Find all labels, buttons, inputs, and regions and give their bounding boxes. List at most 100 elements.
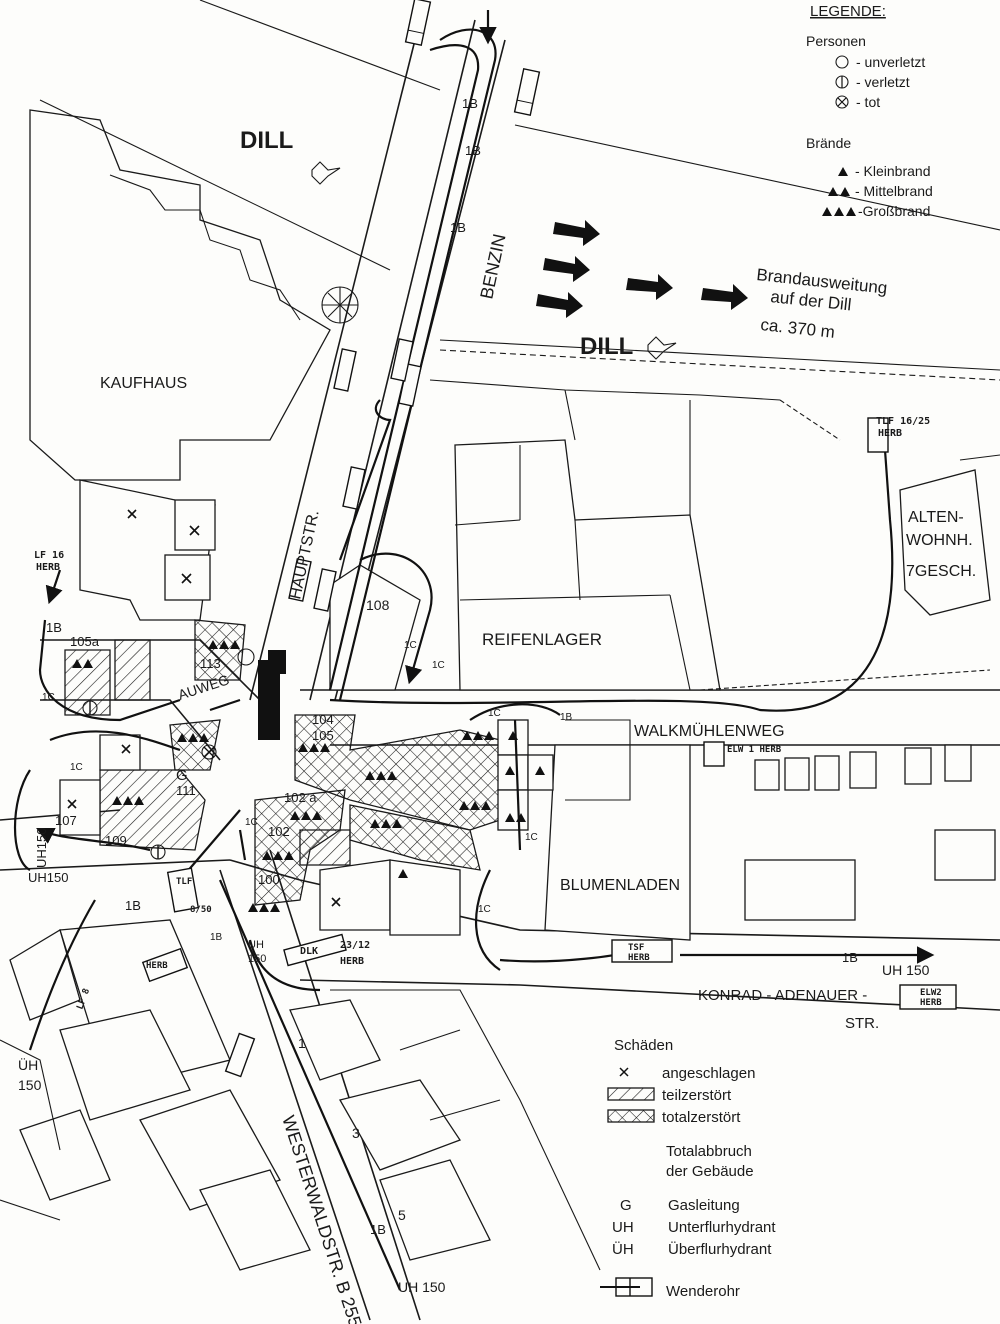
bldg-102a: 102 a [284,790,317,805]
bldg-100: 100 [258,872,280,887]
vehicle-hauptstr-5 [288,558,312,602]
vehicle-hauptstr-1 [333,348,357,392]
hose-1c-f: 1C [42,692,55,703]
legend-title: LEGENDE: [810,3,886,20]
fire-large-icon [459,801,491,810]
hydrant-uh-small: UH [248,939,264,951]
hydrant-150-small: 150 [248,953,266,965]
vehicle-label-elw: ELW 1 HERB [727,745,782,755]
reifenlager-building [454,439,721,691]
label-hauptstr: HAUPTSTR. [287,509,322,601]
hose-1c-b: 1C [432,660,445,671]
hose-1c-d: 1C [525,832,538,843]
legend-wenderohr: Wenderohr [666,1283,740,1300]
building-105a-partly-destroyed [64,649,111,716]
fire-medium-icon [505,813,526,822]
vehicle-lower-mid [224,1032,256,1078]
label-altenwohnheim-1: ALTEN- [908,509,964,526]
vehicle-label-tlf-small: TLF [176,877,192,887]
bldg-108: 108 [366,597,390,613]
damage-total-1: Totalabbruch [666,1143,752,1160]
fire-small-icon [398,869,408,878]
label-reifenlager: REIFENLAGER [482,630,602,649]
partly-destroyed-swatch [607,1087,655,1101]
hose-1b-b: 1B [465,143,481,158]
damage-marks [67,509,341,907]
spread-arrow-icon [626,274,673,300]
bldg-104: 104 [312,712,334,727]
legend-persons-fires: LEGENDE: Personen - unverletzt - verletz… [806,3,933,219]
hydrant-uh150-right: UH 150 [882,962,930,978]
flow-arrow-icon [647,336,677,360]
vehicle-label-tlf: TLF 16/25 [876,416,930,427]
vehicle-elw2 [899,984,957,1010]
vehicle-label-tsf-unit: HERB [628,953,650,963]
vehicle-hauptstr-3 [390,338,414,382]
fire-small-icon [508,731,518,740]
hose-1c-g: 1C [70,762,83,773]
vehicle-label-lf16: LF 16 [34,550,64,561]
buildings [0,109,1000,1271]
damage-x-icon [121,744,131,754]
fire-large-icon [262,851,294,860]
wenderohr-icon [600,1277,653,1297]
hose-1b-g: 1B [370,1222,386,1237]
bldg-111: 111 [176,783,196,798]
kaufhaus-building [29,109,331,481]
hose-1c-h: 1C [245,817,258,828]
unhurt-circle-icon [835,55,849,69]
damage-x-icon [181,573,192,584]
damaged-buildings [59,619,554,936]
fire-large-icon [298,743,330,752]
vehicle-label-dlk-unit: HERB [340,956,364,967]
damage-x-icon [127,509,137,519]
bldg-105a: 105a [70,634,100,649]
label-dill-top: DILL [240,127,293,154]
abbr-ueberflurhydrant: Überflurhydrant [668,1240,772,1258]
label-blumenladen: BLUMENLADEN [560,877,680,894]
vehicle-hauptstr-4 [342,466,366,510]
vehicle-label-lf16-unit: HERB [36,562,60,573]
label-walkmuehlenweg: WALKMÜHLENWEG [634,722,785,740]
vehicle-hauptstr-2 [398,363,422,407]
fire-large-icon [462,731,494,740]
abbr-key-g: G [620,1197,632,1214]
legend-persons-heading: Personen [806,33,866,49]
hose-1b-d: 1B [46,620,62,635]
bldg-113: 113 [200,656,221,671]
hose-1b-e: 1B [125,898,141,913]
vehicle-dlk [283,933,347,967]
vehicle-label-dlk-num: 23/12 [340,940,370,951]
damage-x-icon [619,1067,629,1077]
spread-arrow-icon [553,220,600,246]
vehicle-top-left [404,0,432,47]
label-distance: ca. 370 m [760,315,836,342]
vehicle-tlf-small [166,867,200,913]
damage-item-x: angeschlagen [662,1065,755,1082]
legend-person-injured: - verletzt [856,74,910,90]
vehicle-herb-lower-left [141,947,189,983]
abbr-gasleitung: Gasleitung [668,1197,740,1214]
vehicle-label-tsf: TSF [628,943,644,953]
building-113-totally-destroyed [194,619,246,681]
vehicle-hauptstr-6 [313,568,337,612]
fire-small-icon [505,766,515,775]
label-benzin: BENZIN [476,232,509,301]
black-vehicle [258,660,280,740]
hose-1b-f: 1B [842,950,858,965]
damage-total-2: der Gebäude [666,1163,754,1180]
person-markers [82,648,255,860]
bldg-3: 3 [352,1125,360,1141]
person-unhurt-icon [237,648,255,666]
fire-medium-icon [72,659,93,668]
hose-1b-i: 1B [210,932,223,943]
person-dead-icon [201,744,217,760]
vehicles [141,0,957,1078]
vehicle-label-elw2-unit: HERB [920,998,942,1008]
abbr-unterflurhydrant: Unterflurhydrant [668,1219,776,1236]
building-108 [329,564,421,691]
vehicle-label-dlk: DLK [300,946,318,957]
hose-1b-c: 1B [450,220,466,235]
